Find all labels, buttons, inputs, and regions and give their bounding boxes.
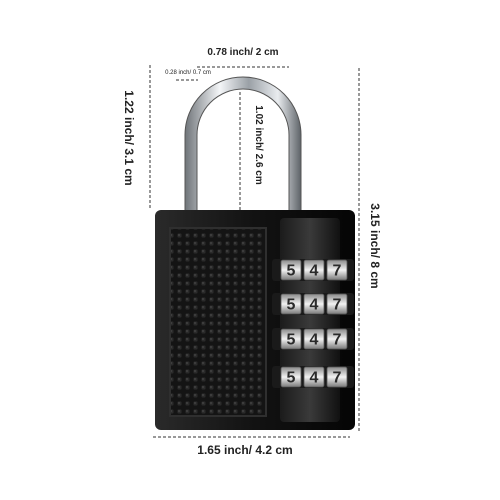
dial-digit: 5 (287, 370, 296, 387)
dial-wheel[interactable] (303, 259, 325, 281)
dial-wheel[interactable] (280, 293, 302, 315)
dial-digit: 5 (287, 263, 296, 280)
label-shackle-height: 1.22 inch/ 3.1 cm (122, 90, 136, 185)
dial-digit: 7 (333, 370, 342, 387)
dial-digit: 4 (310, 297, 319, 314)
dial-digit: 7 (333, 297, 342, 314)
dial-digit: 5 (287, 297, 296, 314)
dial-wheel[interactable] (326, 293, 348, 315)
dial-digit: 7 (333, 332, 342, 349)
dial-wheel[interactable] (280, 328, 302, 350)
dial-housing (280, 218, 340, 422)
dial-wheel[interactable] (326, 366, 348, 388)
label-total-height: 3.15 inch/ 8 cm (368, 203, 382, 288)
textured-panel (169, 227, 267, 417)
shackle (184, 76, 302, 216)
dial-wheel[interactable] (280, 366, 302, 388)
dial-wheel[interactable] (326, 259, 348, 281)
dial-wheel[interactable] (280, 259, 302, 281)
dial-wheel[interactable] (303, 293, 325, 315)
dial-digit: 4 (310, 332, 319, 349)
label-shackle-thickness: 0.28 inch/ 0.7 cm (165, 70, 211, 76)
dial-wheel[interactable] (303, 366, 325, 388)
label-shackle-width: 0.78 inch/ 2 cm (207, 47, 278, 58)
dial-wheel[interactable] (303, 328, 325, 350)
label-body-width: 1.65 inch/ 4.2 cm (197, 443, 292, 457)
dial-digit: 4 (310, 370, 319, 387)
dial-digit: 5 (287, 332, 296, 349)
dial-digit: 4 (310, 263, 319, 280)
label-inner-height: 1.02 inch/ 2.6 cm (253, 105, 264, 185)
dial-wheel[interactable] (326, 328, 348, 350)
dial-digit: 7 (333, 263, 342, 280)
